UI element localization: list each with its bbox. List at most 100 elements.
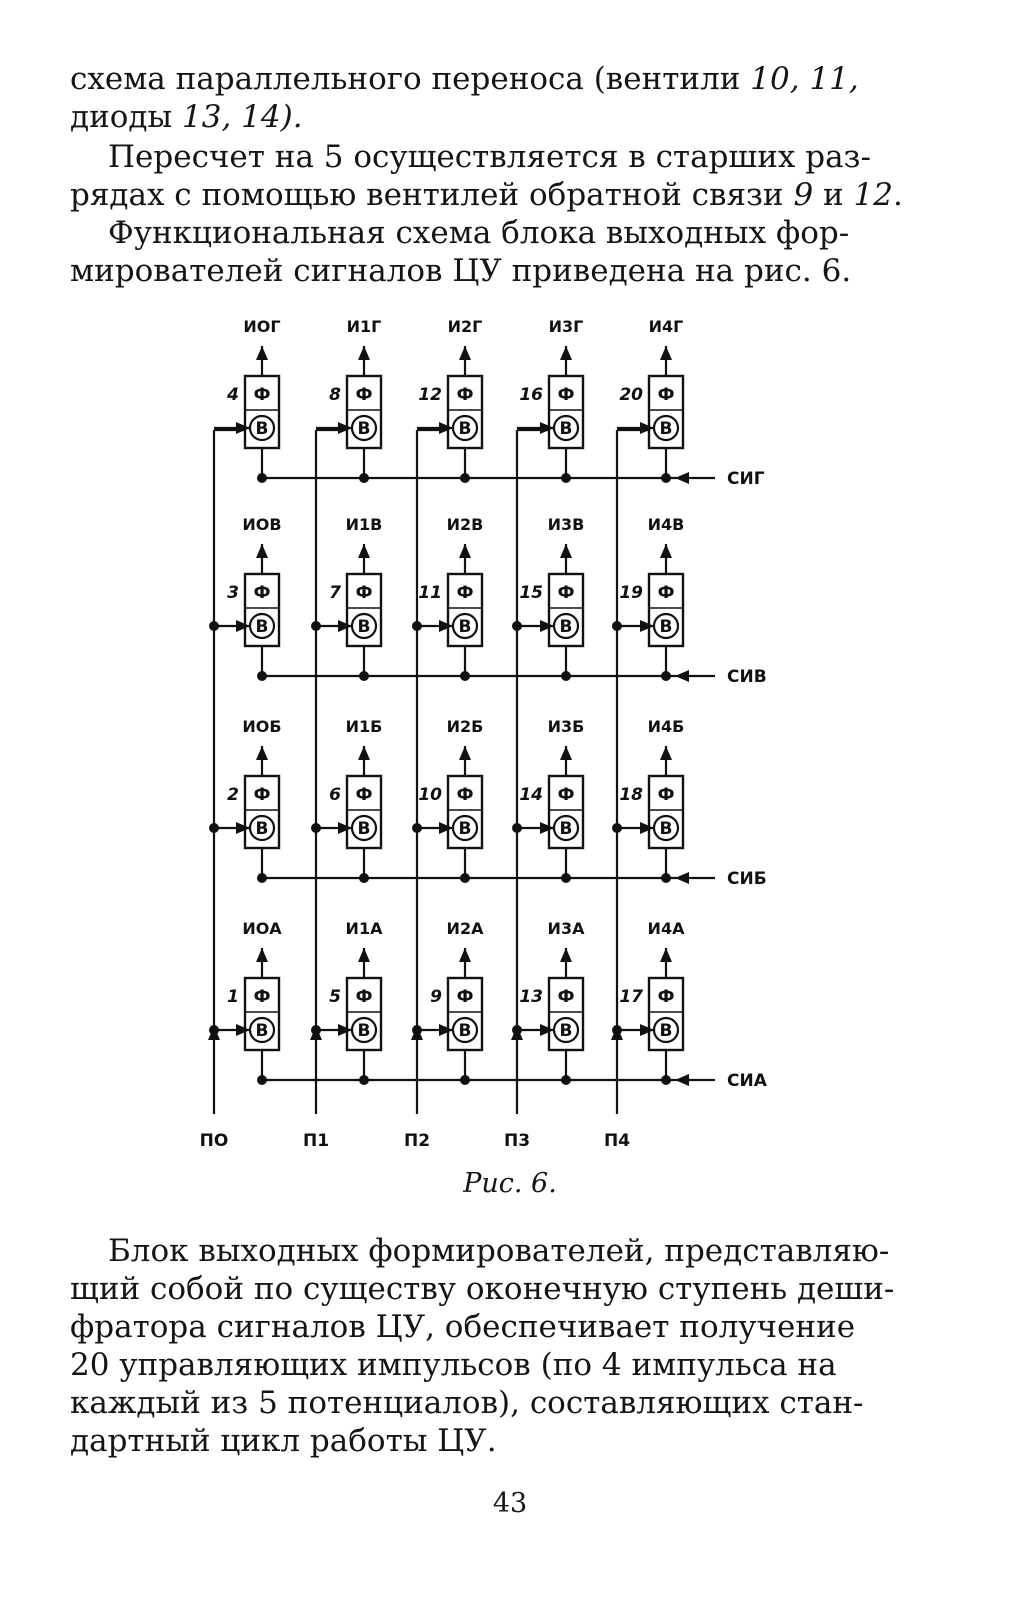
gate-glyph: В bbox=[660, 419, 673, 439]
shaper-glyph: Ф bbox=[558, 583, 575, 603]
junction-dot bbox=[661, 473, 671, 483]
arrow-up-icon bbox=[459, 544, 471, 558]
arrow-right-icon bbox=[439, 620, 453, 632]
junction-dot bbox=[612, 823, 622, 833]
arrow-right-icon bbox=[236, 1024, 250, 1036]
text-line: Функциональная схема блока выходных фор- bbox=[108, 215, 850, 251]
gate-glyph: В bbox=[459, 1021, 472, 1041]
arrow-up-icon bbox=[560, 746, 572, 760]
paragraph-recount: Пересчет на 5 осуществляется в старших р… bbox=[70, 138, 938, 214]
arrow-up-icon bbox=[660, 948, 672, 962]
block-number: 5 bbox=[329, 987, 341, 1007]
text-line: 20 управляющих импульсов (по 4 импульса … bbox=[70, 1347, 837, 1383]
arrow-right-icon bbox=[540, 620, 554, 632]
shaper-glyph: Ф bbox=[457, 583, 474, 603]
arrow-right-icon bbox=[540, 822, 554, 834]
arrow-right-icon bbox=[236, 822, 250, 834]
block-number: 10 bbox=[418, 785, 442, 805]
output-label: И3В bbox=[548, 515, 585, 534]
potential-label-4: П4 bbox=[604, 1131, 630, 1151]
arrow-up-icon bbox=[256, 948, 268, 962]
arrow-right-icon bbox=[338, 620, 352, 632]
arrow-left-icon bbox=[675, 472, 689, 484]
arrow-up-icon bbox=[358, 346, 370, 360]
junction-dot bbox=[359, 1075, 369, 1085]
arrow-up-icon bbox=[459, 746, 471, 760]
gate-glyph: В bbox=[560, 419, 573, 439]
junction-dot bbox=[460, 671, 470, 681]
gate-glyph: В bbox=[358, 617, 371, 637]
gate-glyph: В bbox=[560, 1021, 573, 1041]
shaper-glyph: Ф bbox=[356, 583, 373, 603]
block-number: 17 bbox=[619, 987, 643, 1007]
gate-glyph: В bbox=[256, 617, 269, 637]
block-number: 7 bbox=[329, 583, 341, 603]
potential-label-1: П1 bbox=[303, 1131, 329, 1151]
block-number: 15 bbox=[519, 583, 543, 603]
shaper-glyph: Ф bbox=[356, 987, 373, 1007]
junction-dot bbox=[359, 873, 369, 883]
arrow-up-icon bbox=[560, 346, 572, 360]
junction-dot bbox=[612, 1025, 622, 1035]
signal-label: СИГ bbox=[727, 469, 765, 489]
signal-label: СИА bbox=[727, 1071, 768, 1091]
arrow-up-icon bbox=[660, 346, 672, 360]
gate-glyph: В bbox=[256, 419, 269, 439]
block-number: 3 bbox=[227, 583, 239, 603]
arrow-up-icon bbox=[459, 346, 471, 360]
junction-dot bbox=[561, 671, 571, 681]
junction-dot bbox=[460, 873, 470, 883]
figure-caption: Рис. 6. bbox=[463, 1168, 557, 1199]
arrow-right-icon bbox=[439, 822, 453, 834]
text-span: рядах с помощью вентилей обратной связи bbox=[70, 177, 794, 213]
output-label: И1Г bbox=[347, 317, 382, 336]
gate-glyph: В bbox=[256, 819, 269, 839]
arrow-up-icon bbox=[256, 544, 268, 558]
shaper-glyph: Ф bbox=[658, 785, 675, 805]
text-line: каждый из 5 потенциалов), составляющих с… bbox=[70, 1385, 864, 1421]
shaper-glyph: Ф bbox=[457, 785, 474, 805]
output-label: И1Б bbox=[346, 717, 383, 736]
arrow-left-icon bbox=[675, 872, 689, 884]
gate-glyph: В bbox=[459, 617, 472, 637]
arrow-right-icon bbox=[640, 1024, 654, 1036]
output-label: ИОА bbox=[242, 919, 282, 938]
junction-dot bbox=[412, 1025, 422, 1035]
output-label: И4В bbox=[648, 515, 685, 534]
junction-dot bbox=[359, 671, 369, 681]
shaper-glyph: Ф bbox=[254, 583, 271, 603]
shaper-block bbox=[547, 976, 585, 1052]
arrow-right-icon bbox=[439, 1024, 453, 1036]
block-number: 1 bbox=[227, 987, 239, 1007]
text-line: фратора сигналов ЦУ, обеспечивает получе… bbox=[70, 1309, 856, 1345]
block-number: 18 bbox=[619, 785, 643, 805]
gate-glyph: В bbox=[660, 617, 673, 637]
shaper-glyph: Ф bbox=[558, 987, 575, 1007]
text-line: Пересчет на 5 осуществляется в старших р… bbox=[108, 139, 871, 175]
arrow-left-icon bbox=[675, 670, 689, 682]
gate-glyph: В bbox=[358, 819, 371, 839]
gate-glyph: В bbox=[560, 819, 573, 839]
gate-glyph: В bbox=[660, 819, 673, 839]
junction-dot bbox=[460, 473, 470, 483]
arrow-right-icon bbox=[338, 822, 352, 834]
junction-dot bbox=[359, 473, 369, 483]
arrow-left-icon bbox=[675, 1074, 689, 1086]
block-number: 12 bbox=[418, 385, 442, 405]
output-label: И2Г bbox=[448, 317, 483, 336]
output-label: И2А bbox=[447, 919, 485, 938]
text-span: и bbox=[813, 177, 854, 213]
output-label: И3Б bbox=[548, 717, 585, 736]
junction-dot bbox=[257, 671, 267, 681]
output-label: И2Б bbox=[447, 717, 484, 736]
shaper-glyph: Ф bbox=[356, 385, 373, 405]
shaper-glyph: Ф bbox=[658, 987, 675, 1007]
junction-dot bbox=[311, 1025, 321, 1035]
block-number: 14 bbox=[519, 785, 543, 805]
junction-dot bbox=[561, 473, 571, 483]
signal-label: СИВ bbox=[727, 667, 767, 687]
block-number: 19 bbox=[619, 583, 643, 603]
arrow-up-icon bbox=[560, 948, 572, 962]
text-line: диоды 13, 14). bbox=[70, 98, 938, 136]
